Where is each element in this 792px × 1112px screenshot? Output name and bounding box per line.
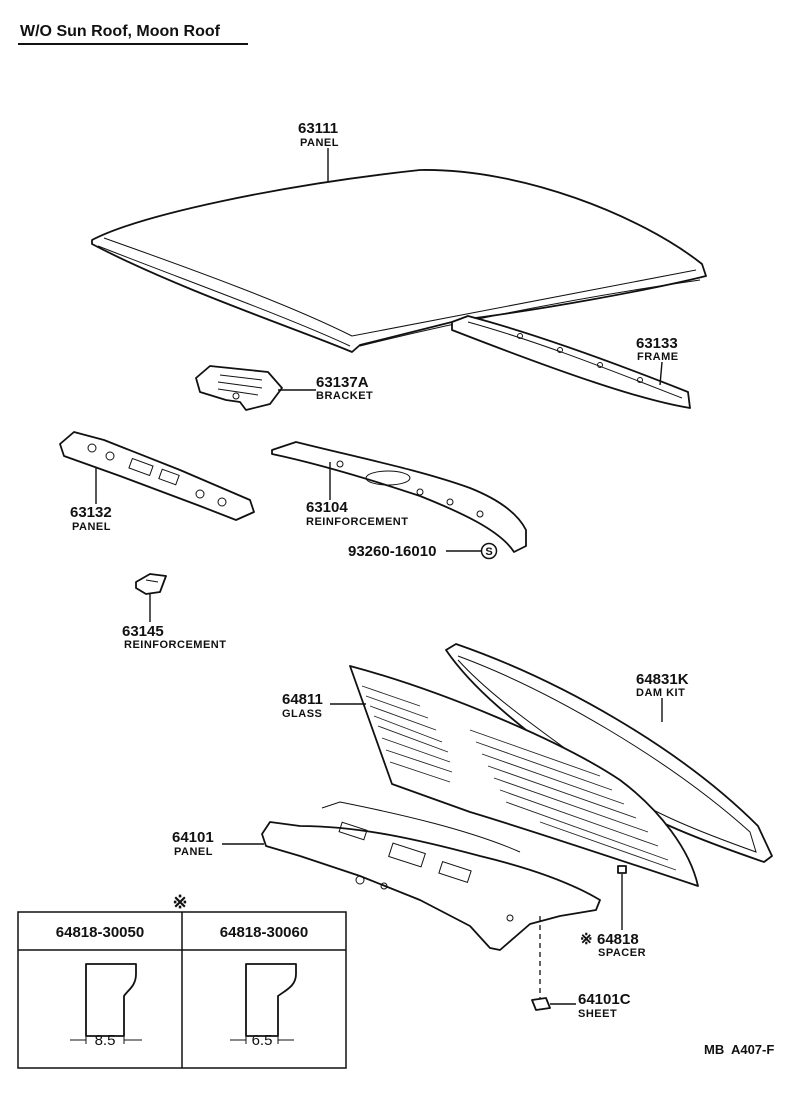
diagram-code: MB A407-F bbox=[704, 1042, 774, 1057]
part-number-63145: 63145 bbox=[122, 623, 164, 640]
standard-part-symbol bbox=[480, 542, 498, 560]
spacer-profile-1 bbox=[70, 963, 142, 1044]
part-name-63133: FRAME bbox=[637, 351, 679, 363]
table-part-number-1: 64818-30050 bbox=[56, 924, 144, 941]
part-name-63104: REINFORCEMENT bbox=[306, 516, 408, 528]
spacer-profile-2 bbox=[230, 963, 297, 1044]
glass-drawing bbox=[349, 665, 699, 887]
part-number-63132: 63132 bbox=[70, 504, 112, 521]
part-number-64101: 64101 bbox=[172, 829, 214, 846]
frame-drawing bbox=[451, 315, 691, 409]
reinforcement-63104-drawing bbox=[271, 441, 527, 553]
part-number-63104: 63104 bbox=[306, 499, 348, 516]
header-title: W/O Sun Roof, Moon Roof bbox=[20, 23, 221, 40]
part-number-63137A: 63137A bbox=[316, 374, 369, 391]
part-name-64818: SPACER bbox=[598, 947, 646, 959]
part-number-63133: 63133 bbox=[636, 335, 678, 352]
table-mark: ※ bbox=[172, 892, 187, 912]
spacer-drawing bbox=[617, 865, 627, 874]
header-panel-drawing bbox=[59, 431, 255, 521]
part-name-63111: PANEL bbox=[300, 137, 339, 149]
part-number-63111: 63111 bbox=[298, 120, 338, 137]
sheet-drawing bbox=[531, 997, 551, 1011]
part-name-63132: PANEL bbox=[72, 521, 111, 533]
part-name-63137A: BRACKET bbox=[316, 390, 373, 402]
part-name-63145: REINFORCEMENT bbox=[124, 639, 226, 651]
table-part-number-2: 64818-30060 bbox=[220, 924, 308, 941]
part-name-64811: GLASS bbox=[282, 708, 322, 720]
package-tray-panel-drawing bbox=[261, 801, 601, 951]
roof-panel-drawing bbox=[91, 169, 707, 353]
part-name-64101: PANEL bbox=[174, 846, 213, 858]
part-name-64101C: SHEET bbox=[578, 1008, 617, 1020]
part-number-64811: 64811 bbox=[282, 691, 323, 708]
reinforcement-63145-drawing bbox=[135, 573, 167, 595]
part-number-64818: 64818 bbox=[597, 931, 639, 948]
part-number-93260: 93260-16010 bbox=[348, 543, 436, 560]
bracket-drawing bbox=[195, 365, 283, 411]
part-number-64831K: 64831K bbox=[636, 671, 689, 688]
table-dimension-1: 8.5 bbox=[95, 1032, 116, 1049]
table-dimension-2: 6.5 bbox=[252, 1032, 273, 1049]
standard-part-symbol-letter: S bbox=[485, 546, 492, 558]
part-name-64831K: DAM KIT bbox=[636, 687, 685, 699]
leader-63133 bbox=[659, 361, 663, 386]
part-mark-64818: ※ bbox=[580, 931, 593, 948]
part-number-64101C: 64101C bbox=[578, 991, 631, 1008]
